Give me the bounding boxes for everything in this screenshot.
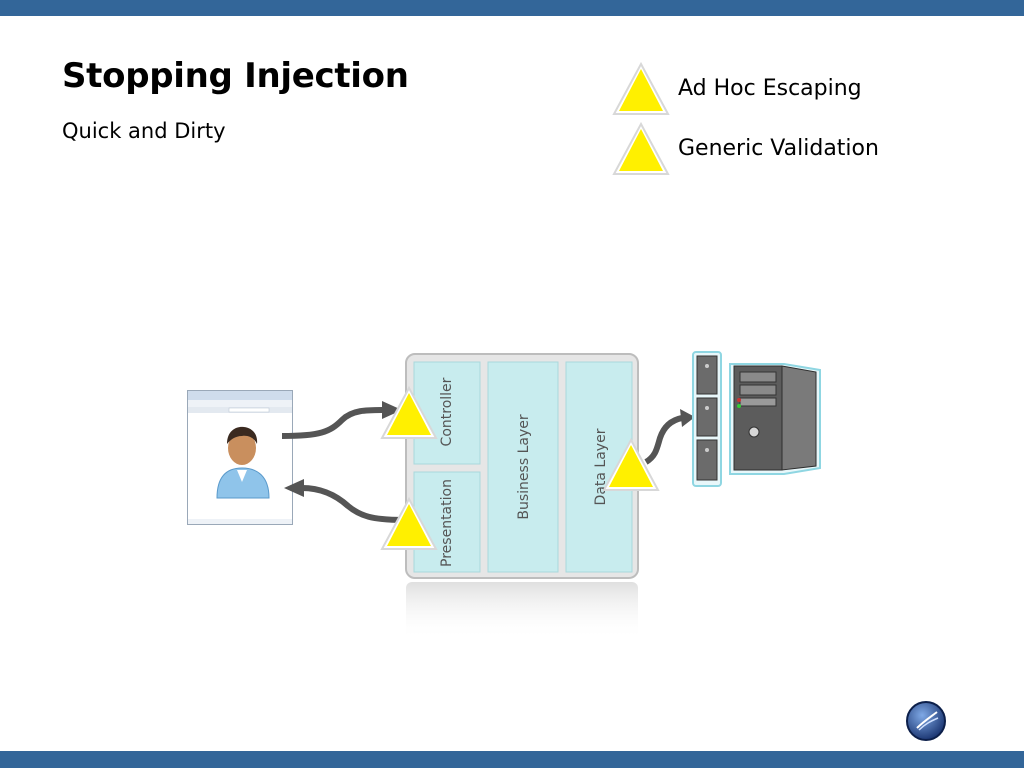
slide-subtitle: Quick and Dirty (62, 119, 226, 143)
layer-label-controller: Controller (439, 377, 455, 447)
response-arrow (284, 479, 406, 523)
legend-label: Generic Validation (678, 136, 879, 161)
database-arrow (644, 409, 695, 465)
database-server-icon (692, 351, 821, 487)
legend-label: Ad Hoc Escaping (678, 76, 862, 101)
top-banner (0, 0, 1024, 16)
layer-label-business: Business Layer (516, 414, 532, 520)
warning-triangle-icon (380, 497, 438, 550)
request-arrow (281, 401, 402, 439)
layer-label-presentation: Presentation (439, 479, 455, 567)
bottom-banner (0, 751, 1024, 768)
legend-item-generic-validation: Generic Validation (612, 122, 912, 182)
warning-triangle-icon (612, 122, 670, 175)
warning-triangle-icon (602, 438, 660, 491)
slide-title: Stopping Injection (62, 56, 409, 96)
browser-window-with-user-icon (187, 390, 293, 525)
warning-triangle-icon (612, 62, 670, 115)
logo-icon (906, 701, 946, 741)
legend-item-ad-hoc-escaping: Ad Hoc Escaping (612, 62, 912, 122)
warning-triangle-icon (380, 386, 438, 439)
